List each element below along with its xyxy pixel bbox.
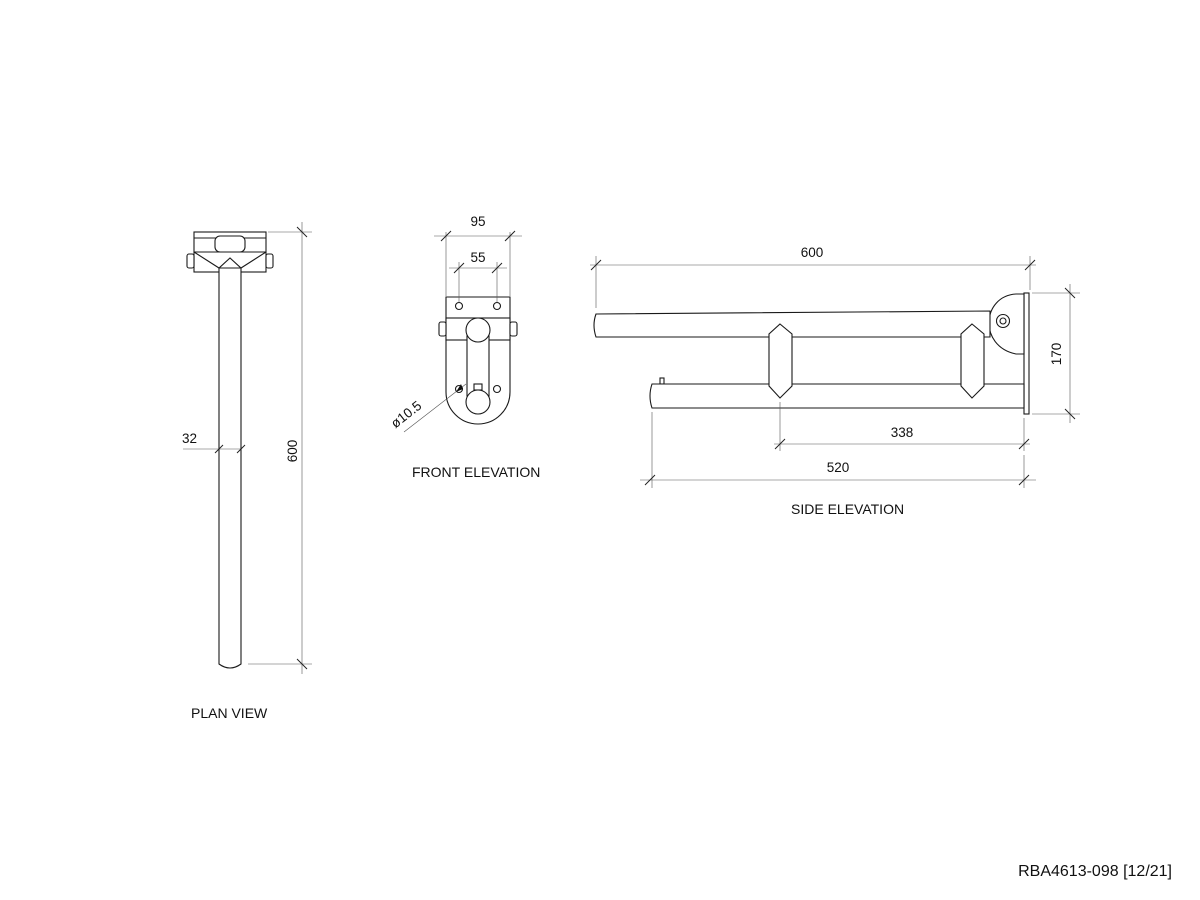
front-dim-hole: ø10.5	[388, 398, 424, 431]
front-hole-top-right	[492, 301, 502, 311]
side-elevation: 600 170 338 520 SIDE ELEVATION	[590, 245, 1080, 517]
side-dim-lower: 520	[827, 460, 850, 475]
plan-lug-left	[186, 253, 195, 269]
front-lug-right	[509, 321, 518, 337]
front-lug-left	[438, 321, 447, 337]
front-elevation: 95 55 ø10.5 FRONT ELEVATION	[388, 214, 540, 480]
side-upper-rail	[593, 310, 991, 338]
front-upper-tube-end	[465, 317, 491, 343]
side-lower-rail	[649, 383, 1025, 409]
front-elevation-label: FRONT ELEVATION	[412, 464, 540, 480]
side-pivot-inner	[999, 317, 1007, 325]
front-hole-bottom-right	[492, 384, 502, 394]
front-dim-hole-spacing: 55	[470, 250, 485, 265]
front-dim-width: 95	[470, 214, 485, 229]
plan-dim-diameter: 32	[182, 431, 197, 446]
side-brace-left	[768, 323, 793, 399]
side-end-cap-stud	[659, 377, 665, 385]
front-hole-top-left	[454, 301, 464, 311]
side-wall-plate	[1023, 292, 1030, 415]
side-dim-length: 600	[801, 245, 824, 260]
plan-hinge	[214, 235, 246, 253]
side-elevation-label: SIDE ELEVATION	[791, 501, 904, 517]
side-dim-height: 170	[1049, 343, 1064, 366]
plan-view-label: PLAN VIEW	[191, 705, 268, 721]
side-brace-right	[960, 323, 985, 399]
front-hole-arrow	[456, 384, 463, 392]
front-cap	[473, 383, 483, 391]
front-lower-tube-end	[465, 389, 491, 415]
plan-rail-tube	[218, 267, 242, 669]
plan-dim-length: 600	[285, 440, 300, 463]
side-dim-inner: 338	[891, 425, 914, 440]
plan-lug-right	[265, 253, 274, 269]
plan-view: 32 600 PLAN VIEW	[182, 222, 312, 721]
drawing-reference: RBA4613-098 [12/21]	[1018, 863, 1172, 880]
